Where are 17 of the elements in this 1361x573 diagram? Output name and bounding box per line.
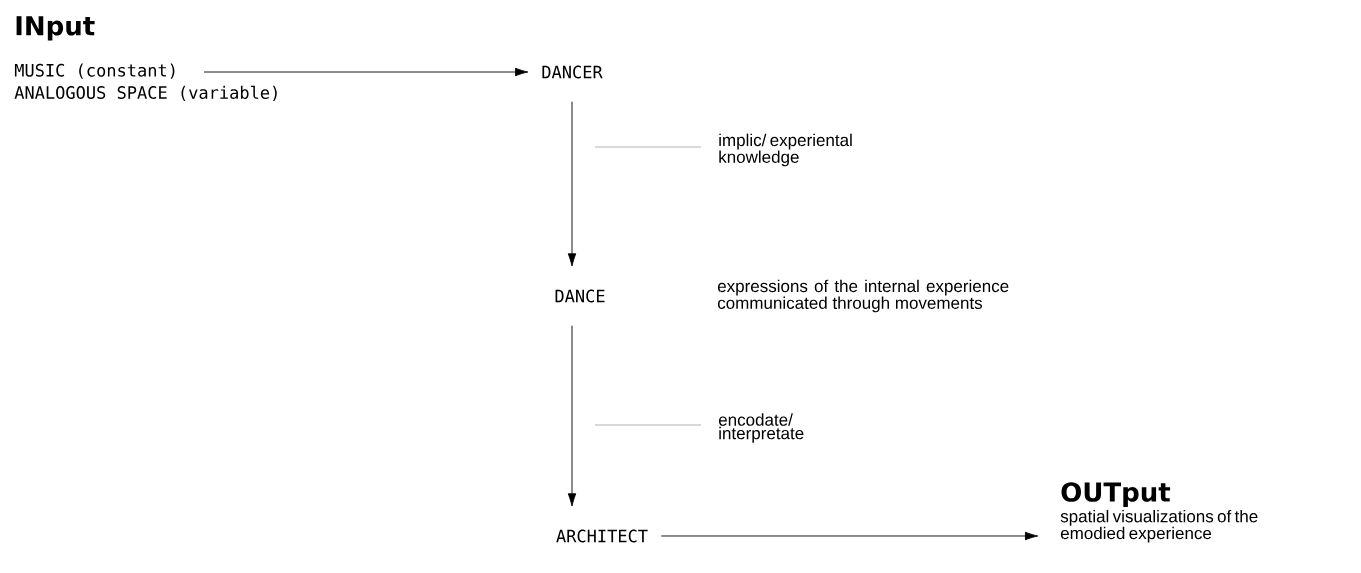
input-item: ANALOGOUS SPACE (variable) [14,85,277,101]
arrow [567,325,577,507]
stage-label: ARCHITECT [556,529,648,543]
arrow [660,531,1039,541]
output-description: spatial visualizations of the emodied experience [1060,509,1258,543]
stage-label: DANCE [555,289,605,303]
stage-label: DANCER [542,65,603,79]
description-text: expressions of the internal experience communicated through movements [717,279,1009,313]
leader-line [594,424,702,426]
arrow [203,67,529,77]
note-text: encodate/ interpretate [718,413,804,443]
leader-line [594,146,702,148]
arrow [567,101,577,267]
input-item: MUSIC (constant) [14,63,175,79]
note-text: implic/ experiental knowledge [719,133,852,167]
heading: INput [16,16,95,41]
heading: OUTput [1061,482,1171,507]
